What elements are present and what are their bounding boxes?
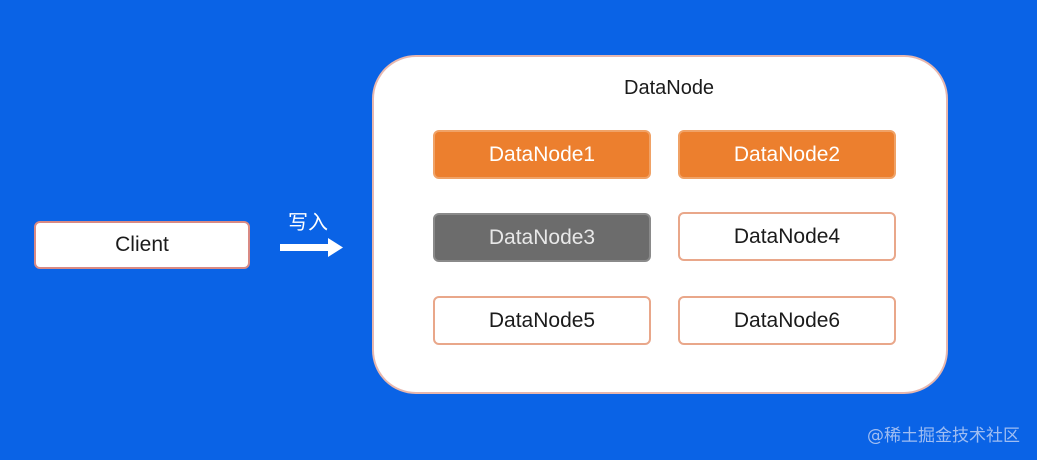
datanode-label: DataNode3 [488,225,596,249]
datanode-label: DataNode6 [733,308,841,332]
datanode-label: DataNode2 [733,142,841,166]
write-edge-label: 写入 [288,210,328,234]
datanode-label: DataNode5 [488,308,596,332]
datanode-3: DataNode3 [433,213,651,262]
datanode-label: DataNode4 [733,224,841,248]
datanode-1: DataNode1 [433,130,651,179]
client-node: Client [34,221,250,269]
datanode-2: DataNode2 [678,130,896,179]
cluster-title: DataNode [624,77,715,99]
datanode-5: DataNode5 [433,296,651,345]
datanode-label: DataNode1 [488,142,596,166]
watermark: @稀土掘金技术社区 [867,426,1020,446]
datanode-6: DataNode6 [678,296,896,345]
right-arrow-icon [280,238,343,257]
datanode-4: DataNode4 [678,212,896,261]
client-label: Client [115,233,169,256]
